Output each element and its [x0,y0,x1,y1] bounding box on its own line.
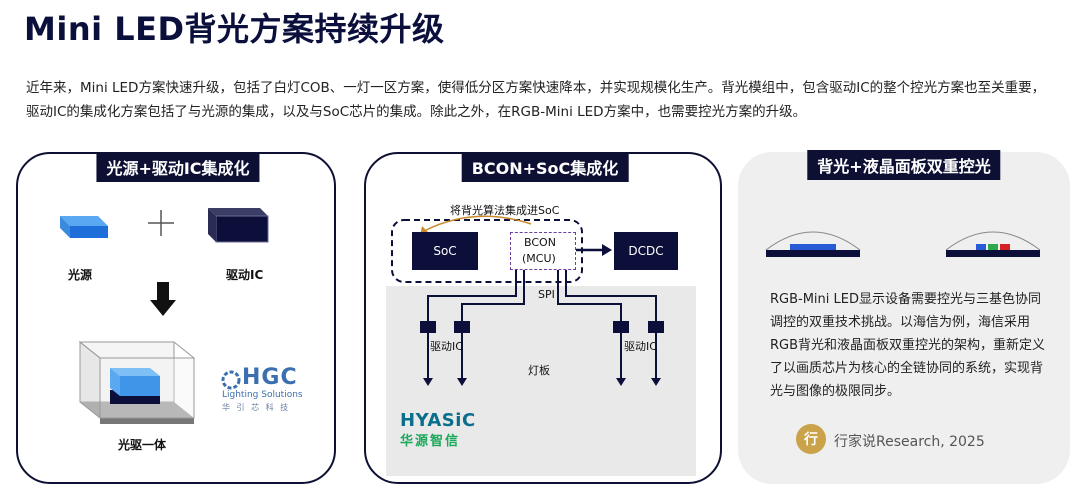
spi-label: SPI [538,288,555,301]
algorithm-label: 将背光算法集成进SoC [450,204,560,217]
watermark-icon-glyph: 行 [804,432,818,448]
panel-light-driver-integration: 光源+驱动IC集成化 光源 驱动IC 光驱一体 HGC Lighting Sol… [16,152,336,484]
hgc-logo-subtitle: Lighting Solutions [222,390,303,400]
single-color-backlight-icon [765,231,861,257]
panel-3-caption: RGB-Mini LED显示设备需要控光与三基色协同调控的双重技术挑战。以海信为… [770,292,1046,399]
led-board-label: 灯板 [528,364,550,377]
hyasic-logo-chinese: 华源智信 [400,434,461,449]
driver-ic-right-label: 驱动IC [624,340,657,353]
hgc-logo-chinese: 华 引 芯 科 技 [222,403,291,412]
soc-block: SoC [412,232,478,270]
light-source-label: 光源 [68,268,93,282]
panel-bcon-soc-integration: BCON+SoC集成化 [364,152,722,484]
driver-ic-left-label: 驱动IC [430,340,463,353]
watermark-text: 行家说Research, 2025 [834,434,985,450]
bcon-block [510,232,576,270]
panel-1-title: 光源+驱动IC集成化 [96,152,260,182]
panel-3-title: 背光+液晶面板双重控光 [807,150,1001,180]
driver-ic-block-icon [208,208,269,243]
down-arrow-icon [150,282,176,316]
led-board-area [386,286,696,476]
integrated-package-icon [78,340,196,424]
wiring-diagram [391,215,664,386]
driver-ic-label: 驱动IC [226,268,264,282]
watermark-icon: 行 [796,424,826,454]
intro-paragraph: 近年来，Mini LED方案快速升级，包括了白灯COB、一灯一区方案，使得低分区… [26,80,1046,120]
bcon-label: BCON [524,236,556,249]
plus-icon [148,210,174,236]
mcu-label: (MCU) [522,252,556,265]
dcdc-block: DCDC [614,232,678,270]
rgb-backlight-icon [945,231,1041,257]
hgc-logo-icon [221,370,241,390]
panel-dual-dimming: 背光+液晶面板双重控光 行 行家说Research, 2025 [738,150,1070,484]
light-source-block-icon [60,216,108,238]
integrated-label: 光驱一体 [118,438,167,452]
page-title: Mini LED背光方案持续升级 [24,10,445,48]
hgc-logo-text: HGC [242,365,298,390]
hyasic-logo-text: HYASiC [400,410,476,431]
panel-2-title: BCON+SoC集成化 [461,152,629,182]
